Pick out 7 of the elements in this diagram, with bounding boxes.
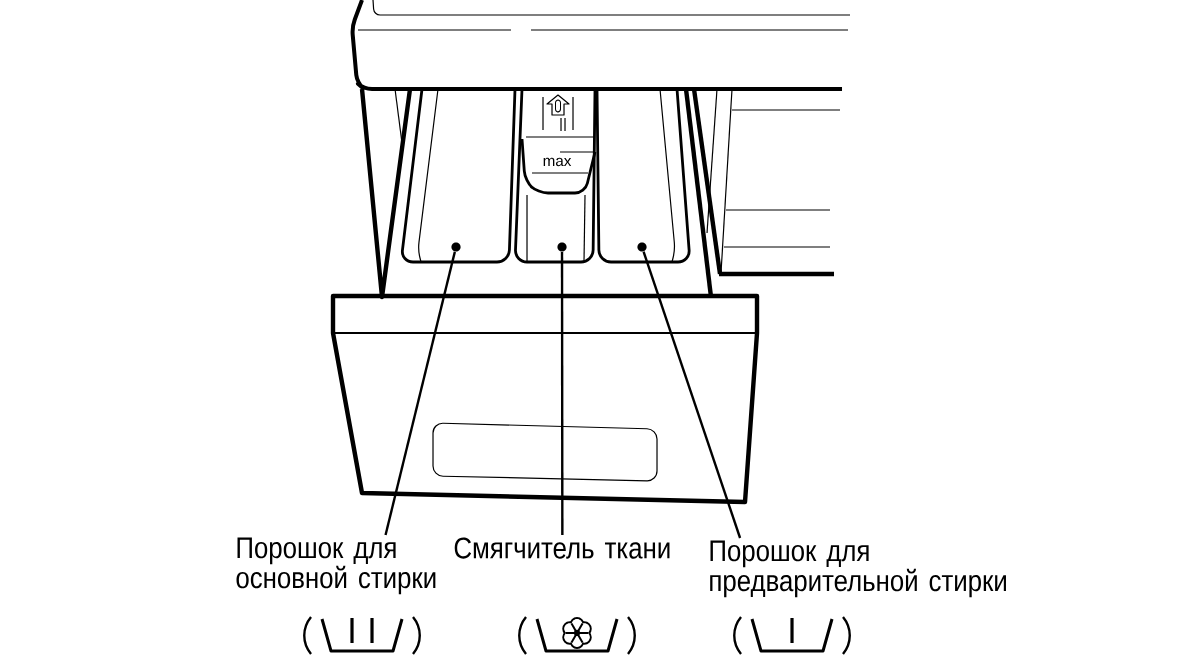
callout-label: Порошок для основной стирки (236, 537, 436, 595)
leader-line (384, 251, 456, 536)
fill-level-label: max (543, 157, 572, 167)
leader-line (642, 251, 742, 539)
leader-line (560, 252, 564, 535)
callout-label: Порошок для предварительной стирки (710, 540, 1006, 598)
callout-label: Смягчитель ткани (454, 537, 670, 559)
